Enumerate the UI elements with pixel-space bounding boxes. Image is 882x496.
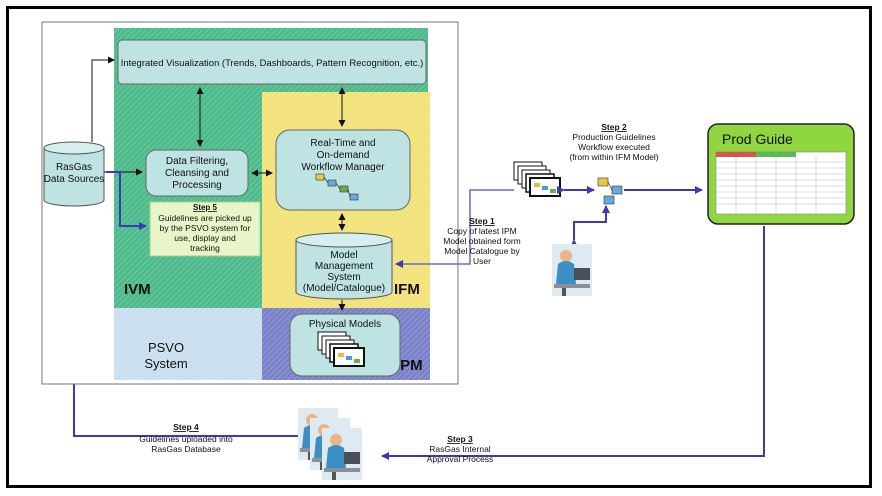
- step3-title: Step 3: [447, 434, 473, 444]
- ipm-label: IPM: [396, 357, 423, 374]
- step5-line3: use, display and: [174, 233, 236, 243]
- data-filtering-line3: Processing: [172, 180, 221, 191]
- model-management-line2: Management: [315, 261, 374, 272]
- step1-line3: Model Catalogue by: [444, 246, 520, 256]
- engineer-user-icon: [552, 244, 592, 296]
- step1-line1: Copy of latest IPM: [447, 226, 516, 236]
- ifm-label: IFM: [394, 281, 420, 298]
- prod-guide-box[interactable]: [707, 123, 855, 225]
- workflow-execution-icon: [597, 177, 623, 205]
- step1-copy-arrow: [395, 189, 514, 268]
- step3-line1: RasGas Internal: [429, 444, 491, 454]
- model-management-system[interactable]: [295, 232, 393, 300]
- workflow-manager-line1: Real-Time and: [310, 138, 375, 149]
- step4-title: Step 4: [173, 422, 199, 432]
- step4-line1: Guidelines uploaded into: [139, 434, 233, 444]
- workflow-manager-line3: Workflow Manager: [301, 162, 385, 173]
- step5-line2: by the PSVO system for: [160, 223, 251, 233]
- model-management-line3: System: [327, 272, 360, 283]
- step5-pickup-arrow: [106, 171, 147, 230]
- step4-line2: RasGas Database: [151, 444, 221, 454]
- integrated-visualization-box[interactable]: [117, 39, 427, 85]
- physical-models-label: Physical Models: [309, 319, 381, 330]
- workflow-manager-line2: On-demand: [317, 150, 370, 161]
- psvo-label-line1: PSVO: [148, 340, 184, 355]
- rasgas-label-line1: RasGas: [56, 162, 92, 173]
- model-copy-docs-icon: [513, 161, 561, 197]
- workflow-diagram-icon: [315, 173, 359, 201]
- step2-line1: Production Guidelines: [572, 132, 655, 142]
- step5-line4: tracking: [190, 243, 220, 253]
- step2-line2: Workflow executed: [578, 142, 650, 152]
- psvo-label-line2: System: [144, 356, 187, 371]
- integrated-visualization-label: Integrated Visualization (Trends, Dashbo…: [121, 58, 424, 69]
- model-management-line1: Model: [330, 250, 357, 261]
- step3-line2: Approval Process: [427, 454, 494, 464]
- workflow-manager-box[interactable]: [275, 129, 411, 211]
- step1-title: Step 1: [469, 216, 495, 226]
- step3-approval-arrow: [381, 226, 765, 460]
- step1-line2: Model obtained form: [443, 236, 521, 246]
- data-filtering-line2: Cleansing and: [165, 168, 229, 179]
- ivm-label: IVM: [124, 281, 151, 298]
- rasgas-label-line2: Data Sources: [44, 174, 105, 185]
- approver-icon-3: [322, 428, 362, 480]
- step2-line3: (from within IFM Model): [569, 152, 658, 162]
- data-filtering-box[interactable]: [145, 149, 249, 197]
- rasgas-data-sources[interactable]: [43, 141, 105, 207]
- step5-line1: Guidelines are picked up: [158, 213, 252, 223]
- step1-line4: User: [473, 256, 491, 266]
- model-management-line4: (Model/Catalogue): [303, 283, 385, 294]
- psvo-region: [114, 308, 262, 380]
- step5-box: [149, 201, 261, 257]
- data-filtering-line1: Data Filtering,: [166, 156, 228, 167]
- user-to-workflow-arrow: [570, 205, 610, 247]
- prod-guide-label: Prod Guide: [722, 131, 793, 147]
- step5-title: Step 5: [193, 203, 218, 212]
- step2-title: Step 2: [601, 122, 627, 132]
